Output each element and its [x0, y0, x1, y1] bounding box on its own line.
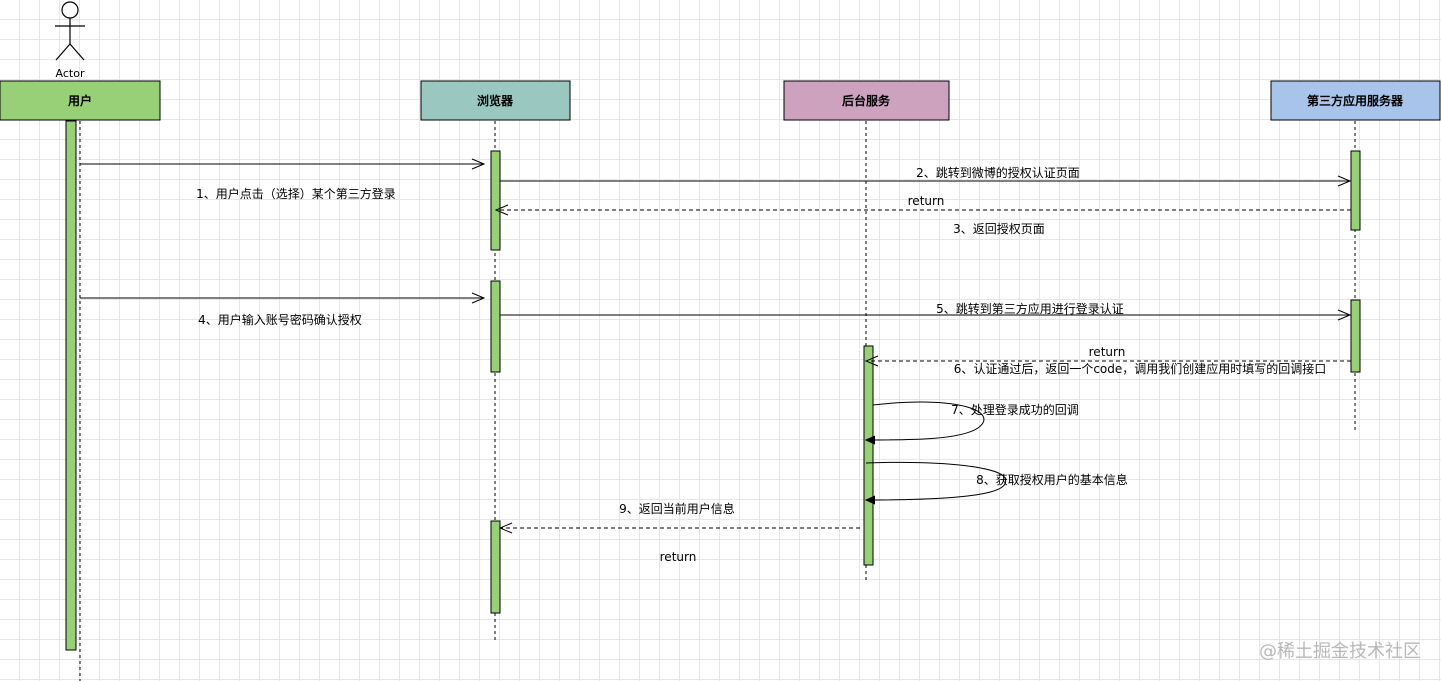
participant-thirdparty-label: 第三方应用服务器 — [1307, 93, 1404, 108]
participant-browser[interactable]: 浏览器 — [420, 80, 571, 121]
participant-backend-label: 后台服务 — [842, 93, 891, 108]
message-7-label: 7、处理登录成功的回调 — [951, 402, 1079, 417]
message-9-return-label: return — [660, 550, 697, 564]
message-6-return-label: return — [1089, 345, 1126, 359]
watermark: @稀土掘金技术社区 — [1259, 641, 1421, 662]
message-4-label: 4、用户输入账号密码确认授权 — [198, 312, 362, 327]
message-1-label: 1、用户点击（选择）某个第三方登录 — [196, 186, 396, 201]
message-9-label: 9、返回当前用户信息 — [619, 501, 735, 516]
message-8-arrow — [866, 461, 1007, 500]
message-5-label: 5、跳转到第三方应用进行登录认证 — [936, 301, 1124, 316]
participant-backend[interactable]: 后台服务 — [783, 80, 950, 121]
participant-thirdparty[interactable]: 第三方应用服务器 — [1270, 80, 1441, 121]
activation-user — [65, 120, 77, 651]
message-8-label: 8、获取授权用户的基本信息 — [976, 472, 1128, 487]
participant-browser-label: 浏览器 — [477, 93, 514, 108]
message-6-label: 6、认证通过后，返回一个code，调用我们创建应用时填写的回调接口 — [954, 361, 1327, 376]
actor-icon — [55, 1, 85, 61]
message-2-label: 2、跳转到微博的授权认证页面 — [916, 165, 1080, 180]
activation-browser-2 — [490, 280, 501, 373]
actor-label: Actor — [56, 67, 85, 80]
message-2-return-label: return — [908, 194, 945, 208]
activation-browser-3 — [490, 520, 501, 614]
activation-thirdparty-2 — [1350, 299, 1361, 373]
message-7-arrow — [866, 401, 985, 440]
message-3-label: 3、返回授权页面 — [953, 221, 1045, 236]
activation-backend — [863, 345, 874, 566]
participant-user[interactable]: 用户 — [0, 80, 161, 121]
activation-thirdparty-1 — [1350, 150, 1361, 231]
participant-user-label: 用户 — [67, 93, 92, 108]
activation-browser-1 — [490, 150, 501, 251]
